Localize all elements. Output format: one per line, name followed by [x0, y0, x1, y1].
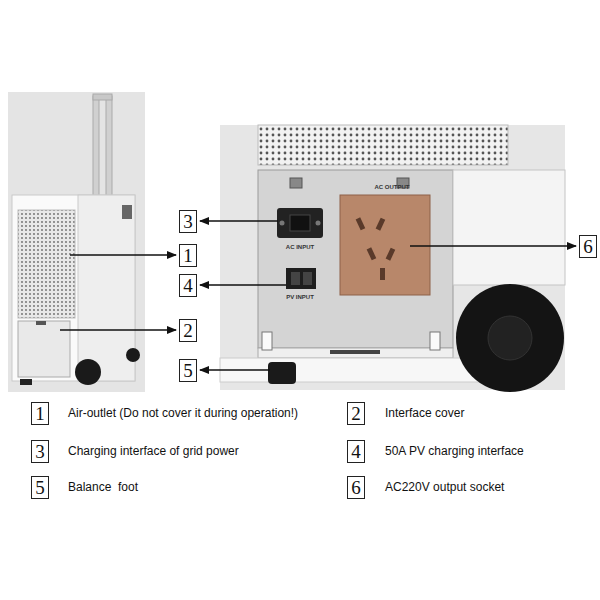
callout-number: 2: [179, 319, 197, 342]
number-text: 2: [351, 404, 361, 423]
screw: [316, 221, 321, 226]
legend-number: 3: [31, 440, 49, 463]
panel-marking: AC INPUT: [286, 244, 314, 250]
legend-number: 2: [347, 402, 365, 425]
socket-pins: [290, 215, 310, 231]
hinge: [262, 332, 272, 350]
socket-slot: [386, 248, 396, 261]
latch: [330, 350, 380, 354]
part-description: 50A PV charging interface: [385, 444, 524, 458]
callout-number: 1: [179, 244, 197, 267]
leader-line: [410, 245, 576, 246]
air-outlet: [18, 210, 75, 318]
legend-number: 1: [31, 402, 49, 425]
handle-bar: [93, 96, 99, 200]
foot: [20, 379, 32, 385]
part-description: Air-outlet (Do not cover it during opera…: [68, 406, 298, 420]
socket-slot: [367, 247, 377, 260]
panel-marking: PV INPUT: [286, 294, 314, 300]
callout-number: 5: [179, 359, 197, 382]
device-body: [12, 195, 135, 381]
number-text: 6: [351, 478, 361, 497]
panel-marking: AC OUTPUT: [375, 184, 410, 190]
part-description: Interface cover: [385, 406, 464, 420]
photo-ground: [220, 125, 565, 390]
wheel: [126, 348, 140, 362]
port-pin: [303, 272, 312, 285]
photo-ground: [8, 92, 145, 392]
part-description: AC220V output socket: [385, 480, 504, 494]
number-text: 4: [183, 276, 193, 295]
leader-line: [200, 284, 286, 285]
device-ports: [122, 205, 132, 219]
wheel: [456, 284, 564, 392]
legend-number: 4: [347, 440, 365, 463]
number-text: 1: [183, 246, 193, 265]
wheel: [75, 359, 101, 385]
breaker: [290, 178, 302, 188]
leader-line: [200, 369, 270, 370]
leader-line: [70, 254, 176, 255]
housing-side: [453, 170, 565, 285]
ac-input-socket: [277, 208, 323, 238]
wheel-hub: [488, 316, 532, 360]
ac-output-socket: [340, 195, 430, 295]
panel-lip: [258, 348, 453, 358]
callout-number: 3: [179, 210, 197, 233]
number-text: 1: [35, 404, 45, 423]
number-text: 5: [183, 361, 193, 380]
handle-bar: [106, 96, 112, 200]
number-text: 5: [35, 478, 45, 497]
port-pin: [291, 272, 300, 285]
air-vent: [258, 125, 508, 165]
hinge: [430, 332, 440, 350]
socket-slot: [376, 218, 386, 231]
legend-number: 5: [31, 476, 49, 499]
handle-grip: [93, 94, 112, 100]
socket-slot: [380, 268, 385, 280]
callout-number: 4: [179, 274, 197, 297]
pv-input-port: [286, 268, 316, 289]
screw: [280, 221, 285, 226]
leader-line: [200, 220, 278, 221]
number-text: 2: [183, 321, 193, 340]
panel-recess: [258, 170, 453, 348]
number-text: 6: [583, 237, 593, 256]
part-description: Balance foot: [68, 480, 138, 494]
part-description: Charging interface of grid power: [68, 444, 239, 458]
number-text: 3: [183, 212, 193, 231]
number-text: 4: [351, 442, 361, 461]
number-text: 3: [35, 442, 45, 461]
leader-line: [60, 329, 176, 330]
balance-foot: [268, 362, 296, 384]
callout-number: 6: [579, 235, 597, 258]
legend-number: 6: [347, 476, 365, 499]
cover-notch: [36, 321, 46, 325]
socket-slot: [356, 217, 366, 230]
